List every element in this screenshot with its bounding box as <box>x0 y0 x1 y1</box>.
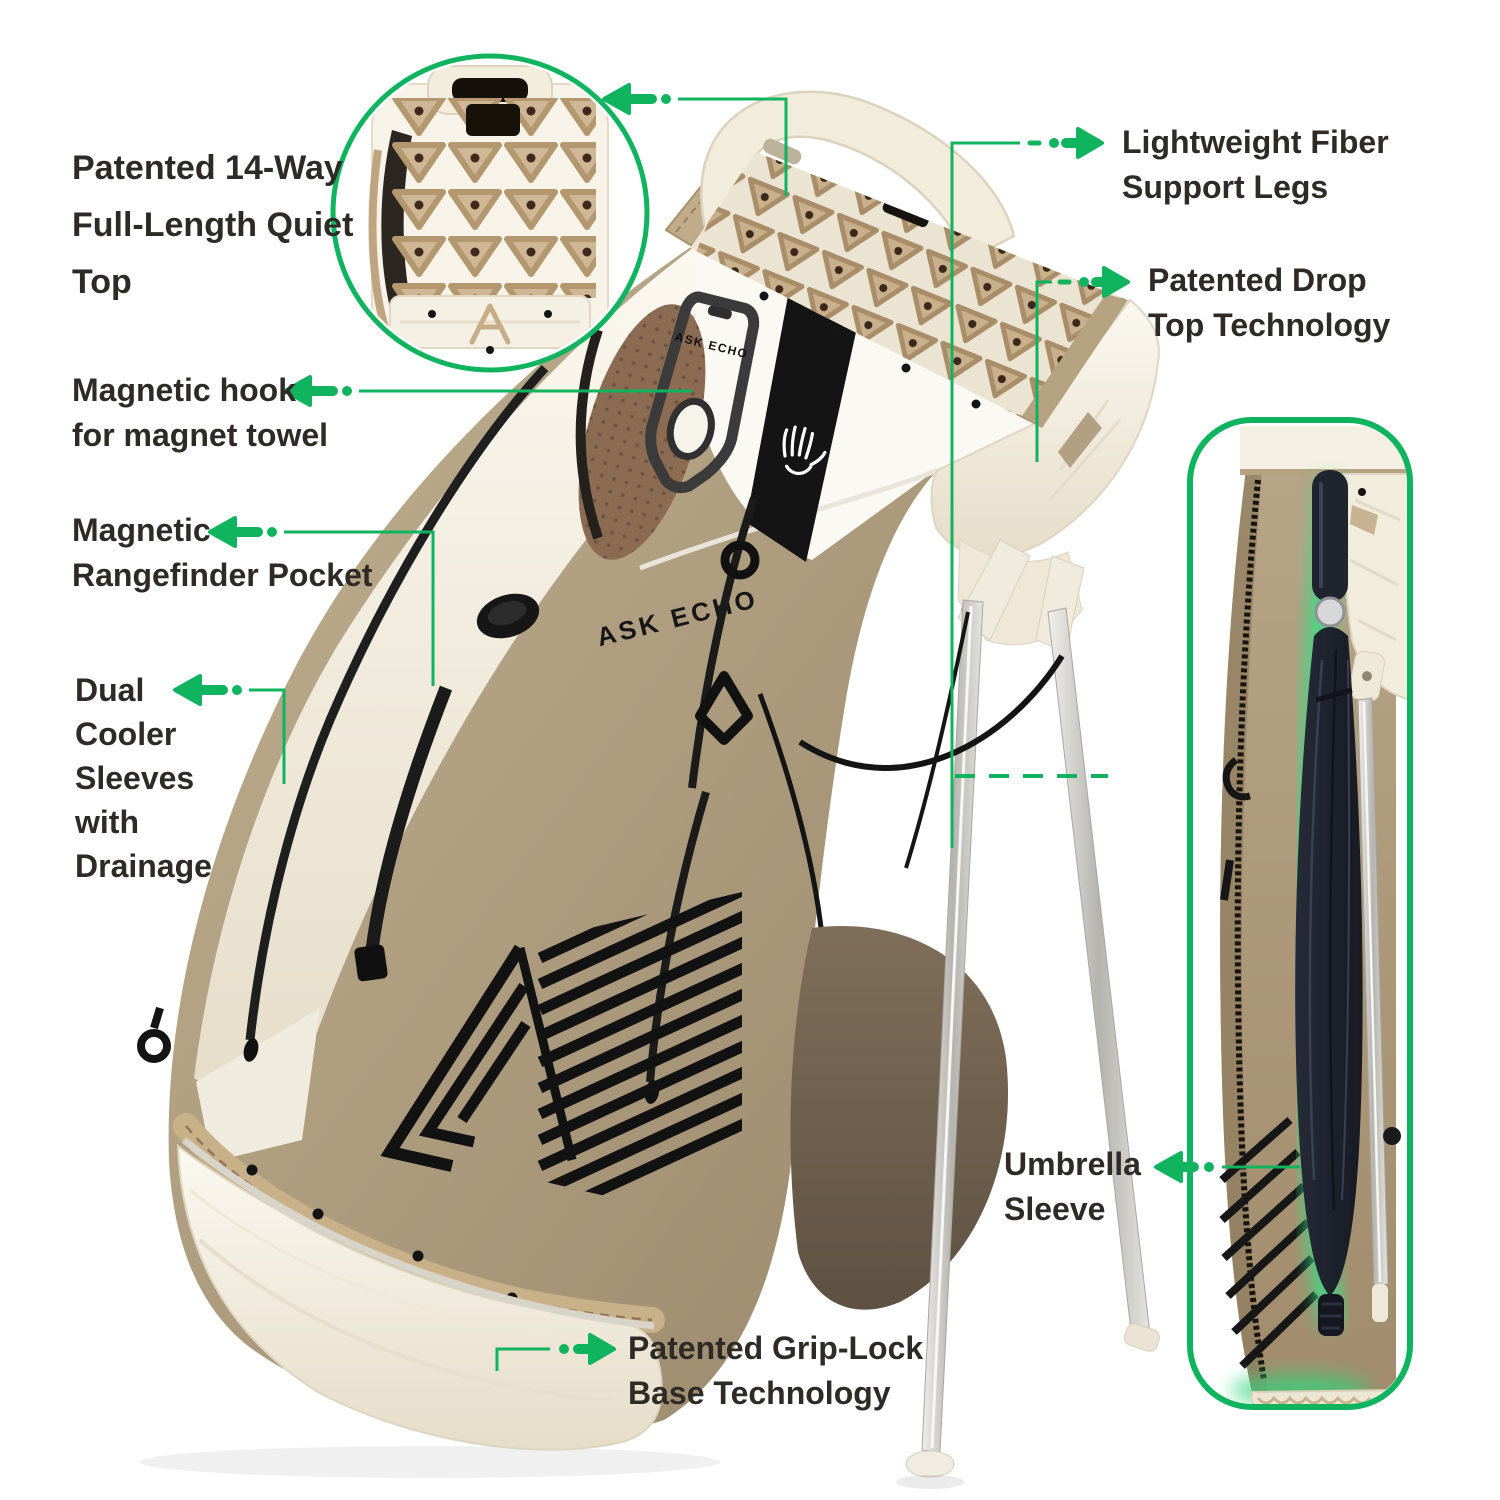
callout-grip-lock: Patented Grip-Lock Base Technology <box>628 1330 924 1411</box>
inset-rounded-border <box>1187 417 1413 1410</box>
hand-icon <box>782 425 827 476</box>
callout-dual-cooler: Dual Cooler Sleeves with Drainage <box>75 672 212 884</box>
callout-rangefinder: Magnetic Rangefinder Pocket <box>72 512 373 593</box>
callout-support-legs: Lightweight Fiber Support Legs <box>1122 124 1389 205</box>
top-logo-mark <box>469 303 511 345</box>
callout-quiet-top: Patented 14-Way Full-Length Quiet Top <box>72 149 354 301</box>
carabiner-clip <box>720 540 760 580</box>
carabiner-clip <box>695 671 753 745</box>
inset-top-view <box>330 53 650 373</box>
callout-magnetic-hook: Magnetic hook for magnet towel <box>72 372 329 453</box>
umbrella <box>1295 470 1363 1336</box>
grip-lock-base <box>176 1143 663 1451</box>
cooler-sleeve-panel <box>194 245 697 1096</box>
callout-umbrella-sleeve: Umbrella Sleeve <box>1004 1146 1141 1227</box>
callout-drop-top: Patented Drop Top Technology <box>1148 262 1391 343</box>
inset-umbrella-side <box>1187 417 1413 1410</box>
towel-velcro-strip <box>746 296 856 562</box>
